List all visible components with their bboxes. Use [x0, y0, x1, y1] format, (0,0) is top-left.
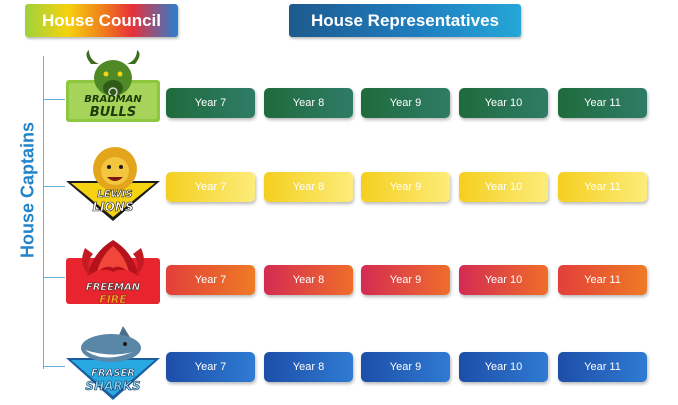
bulls-year-8-rep: Year 8: [264, 88, 353, 118]
tree-connector-vertical: [43, 56, 44, 369]
lions-year-11-rep: Year 11: [558, 172, 647, 202]
fraser-sharks-logo: FRASER SHARKS: [63, 324, 163, 400]
bulls-year-9-rep: Year 9: [361, 88, 450, 118]
tree-connector-sharks: [43, 366, 65, 367]
sharks-year-7-rep: Year 7: [166, 352, 255, 382]
sharks-year-10-rep: Year 10: [459, 352, 548, 382]
bradman-bulls-logo-line2: BULLS: [90, 105, 136, 120]
bulls-year-10-rep: Year 10: [459, 88, 548, 118]
tree-connector-bulls: [43, 99, 65, 100]
sharks-year-9-rep: Year 9: [361, 352, 450, 382]
freeman-year-10-rep: Year 10: [459, 265, 548, 295]
bradman-bulls-logo: BRADMAN BULLS: [63, 50, 163, 126]
fraser-sharks-logo-line2: SHARKS: [85, 379, 140, 393]
lewis-lions-logo-line2: LIONS: [93, 200, 134, 214]
freeman-fire-logo-line2: FIRE: [99, 293, 127, 306]
lions-year-7-rep: Year 7: [166, 172, 255, 202]
house-captains-label: House Captains: [17, 121, 38, 259]
freeman-fire-logo-line1: FREEMAN: [86, 282, 141, 293]
freeman-year-7-rep: Year 7: [166, 265, 255, 295]
lions-year-8-rep: Year 8: [264, 172, 353, 202]
bulls-year-11-rep: Year 11: [558, 88, 647, 118]
lions-year-9-rep: Year 9: [361, 172, 450, 202]
fraser-sharks-logo-line1: FRASER: [91, 368, 135, 379]
sharks-year-11-rep: Year 11: [558, 352, 647, 382]
tree-connector-lions: [43, 186, 65, 187]
sharks-year-8-rep: Year 8: [264, 352, 353, 382]
bradman-bulls-logo-line1: BRADMAN: [84, 94, 142, 105]
bulls-year-7-rep: Year 7: [166, 88, 255, 118]
freeman-year-8-rep: Year 8: [264, 265, 353, 295]
house-council-header: House Council: [25, 4, 178, 37]
freeman-year-9-rep: Year 9: [361, 265, 450, 295]
house-representatives-header: House Representatives: [289, 4, 521, 37]
lewis-lions-logo-line1: LEWIS: [97, 189, 132, 200]
lions-year-10-rep: Year 10: [459, 172, 548, 202]
freeman-year-11-rep: Year 11: [558, 265, 647, 295]
tree-connector-freeman: [43, 277, 65, 278]
lewis-lions-logo: LEWIS LIONS: [63, 145, 163, 221]
freeman-fire-logo: FREEMAN FIRE: [63, 236, 163, 312]
